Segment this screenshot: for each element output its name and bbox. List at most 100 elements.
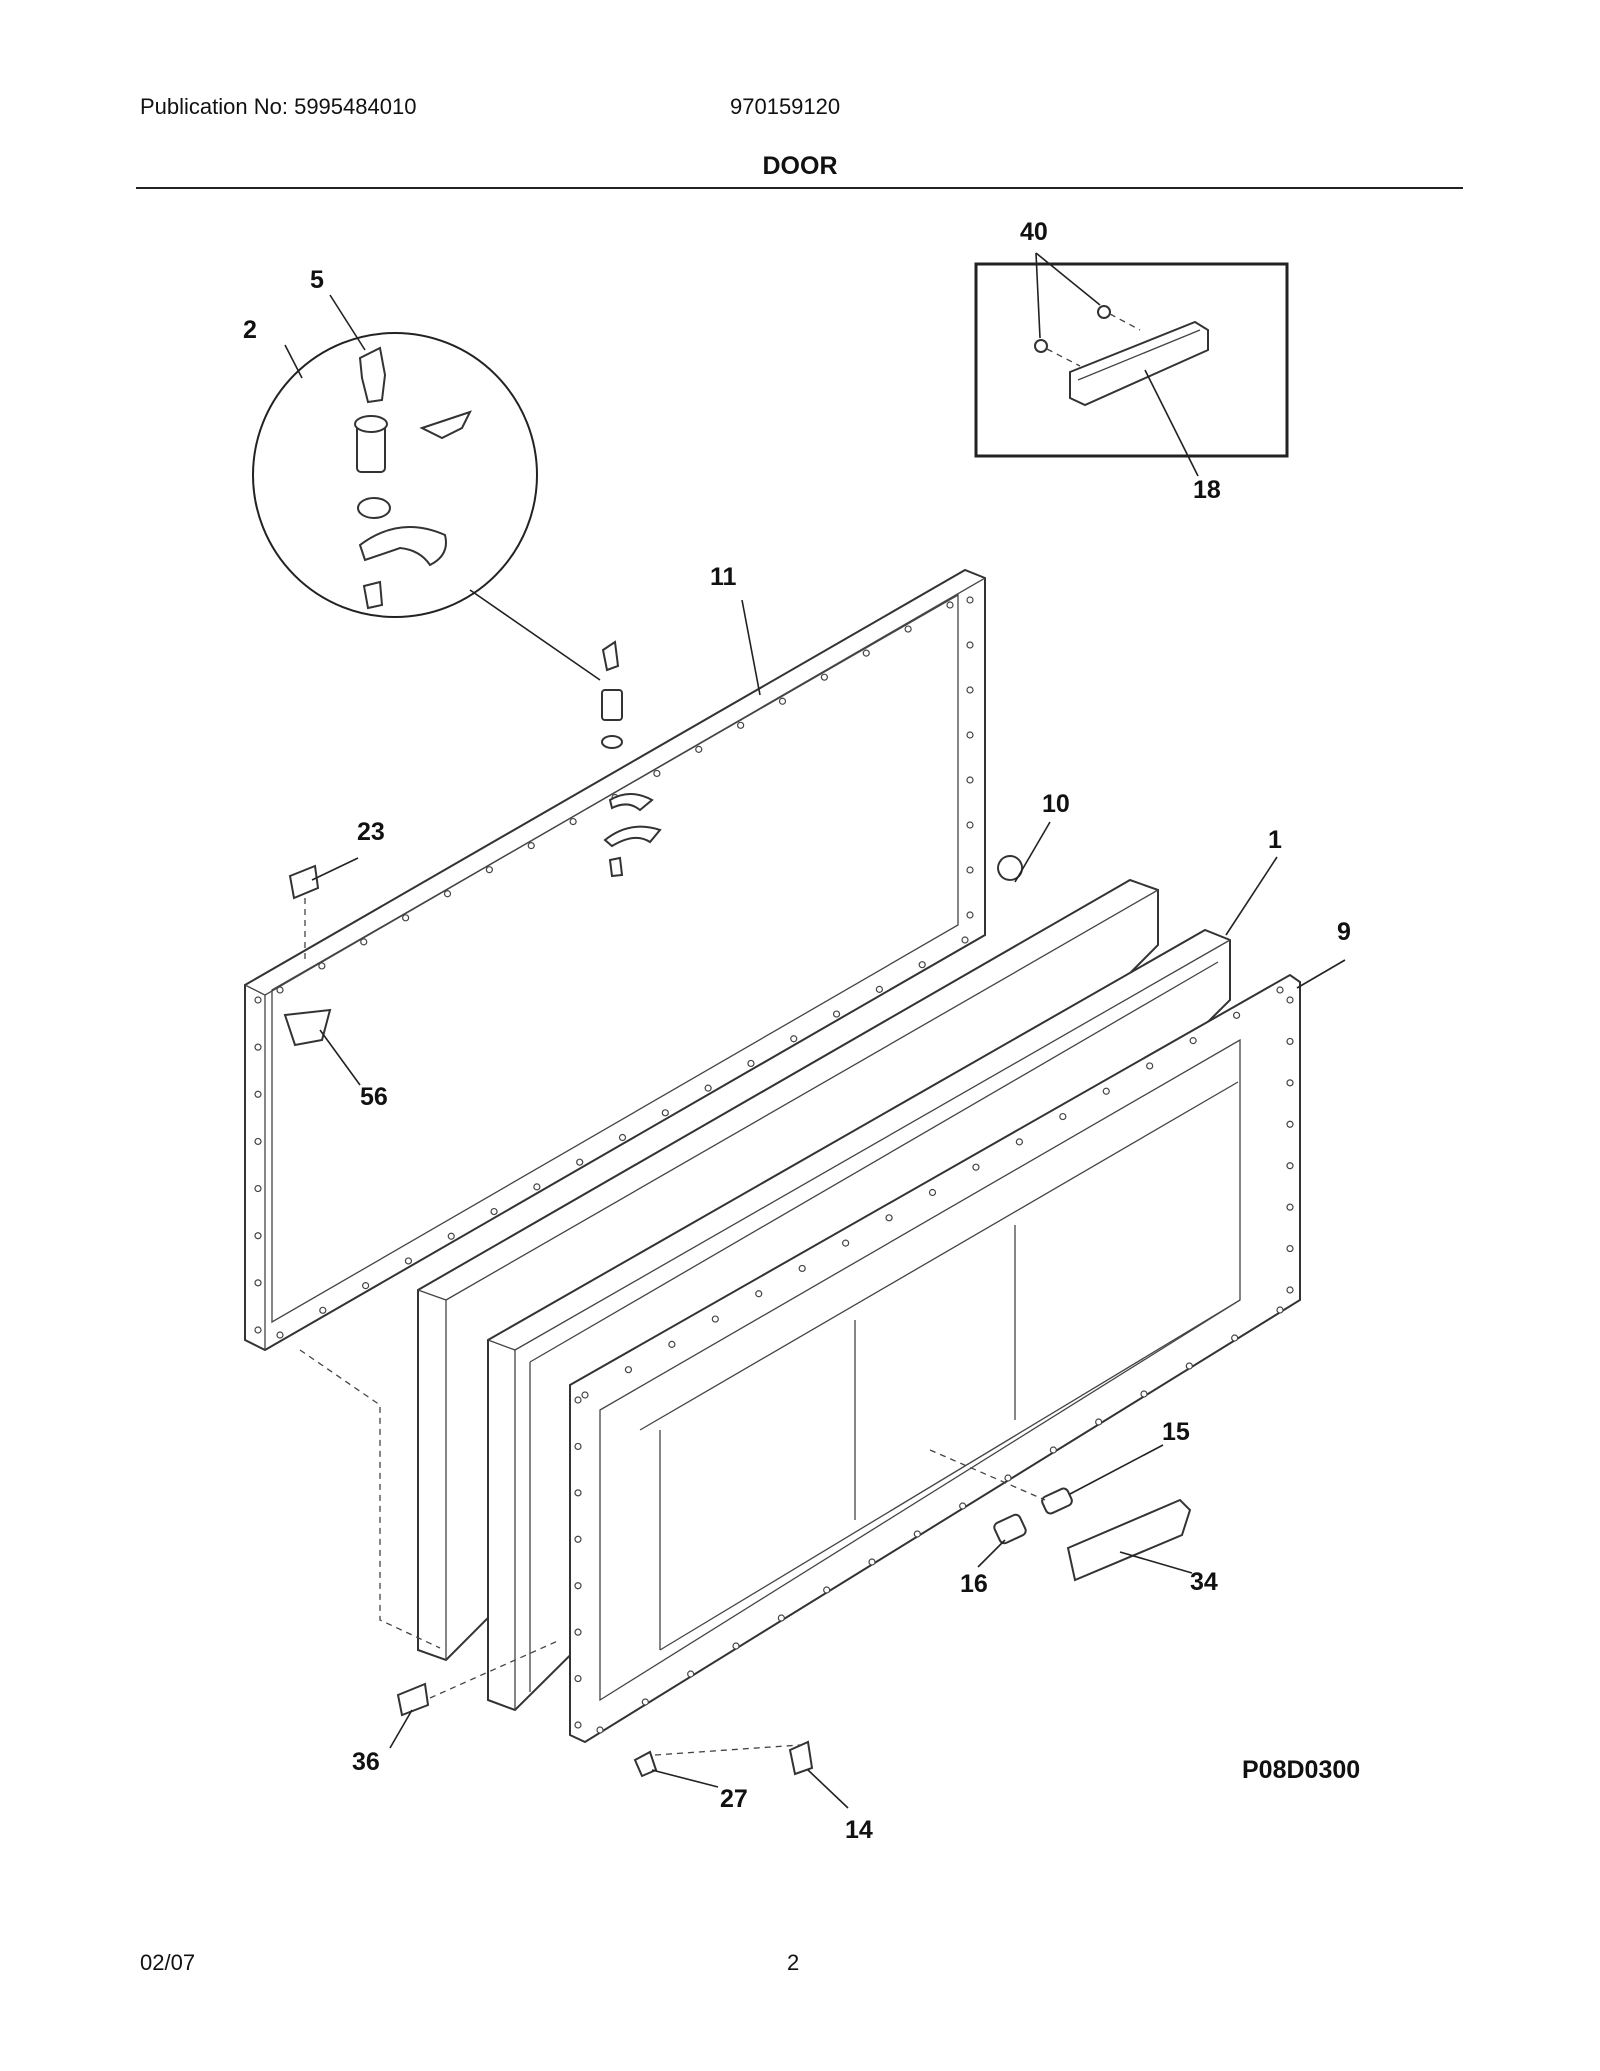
footer-date: 02/07 (140, 1950, 196, 1975)
screw-hole (661, 1109, 669, 1117)
screw-hole (732, 1642, 740, 1650)
screw-hole (574, 1489, 582, 1497)
screw-hole (574, 1535, 582, 1543)
screw-hole (1286, 1244, 1294, 1253)
callout-9: 9 (1337, 918, 1351, 946)
screw-hole (574, 1721, 582, 1729)
handle-trim-part (1069, 320, 1209, 407)
screw-hole (574, 1674, 582, 1683)
screw-hole (319, 1306, 327, 1314)
screw-hole (276, 1331, 284, 1339)
screw-hole (747, 1059, 755, 1068)
screw-hole (695, 745, 703, 753)
bottom-fasteners (299, 1349, 814, 1778)
callout-11: 11 (710, 563, 737, 591)
screw-hole (842, 1239, 850, 1247)
screw-hole (618, 1133, 627, 1142)
screw-hole (711, 1315, 719, 1323)
screw-hole (254, 1326, 262, 1334)
screw-hole (832, 1010, 841, 1018)
screw-hole (254, 996, 262, 1004)
screw-hole (1231, 1334, 1239, 1342)
callout-16: 16 (960, 1570, 988, 1598)
screw-hole (318, 962, 326, 970)
screw-hole (966, 641, 974, 649)
small-parts (283, 855, 1024, 1047)
screw-hole (1276, 986, 1284, 994)
screw-hole (254, 1043, 262, 1051)
screw-hole (1049, 1446, 1057, 1454)
screw-hole (1286, 996, 1294, 1004)
screw-hole (966, 596, 974, 604)
screw-hole (443, 890, 452, 898)
screw-hole (641, 1698, 649, 1706)
handle-parts (929, 1449, 1192, 1582)
screw-hole (1140, 1390, 1148, 1398)
screw-hole (687, 1670, 695, 1678)
screw-hole (972, 1163, 980, 1171)
screw-hole (1015, 1138, 1023, 1146)
callout-2: 2 (243, 316, 257, 344)
screw-hole (1276, 1306, 1284, 1314)
inset-box (974, 252, 1289, 477)
footer-page-number: 2 (787, 1950, 800, 1975)
screw-hole (624, 1366, 633, 1374)
screw-hole (737, 721, 745, 729)
screw-hole (868, 1558, 876, 1566)
screw-hole (581, 1391, 589, 1399)
leader-lines (311, 599, 1346, 1809)
screw-hole (490, 1207, 498, 1216)
callout-5: 5 (310, 266, 324, 294)
screw-hole (276, 986, 284, 994)
screw-hole (596, 1726, 604, 1734)
screw-hole (1102, 1087, 1110, 1095)
diagram-code: P08D0300 (1242, 1756, 1360, 1784)
screw-hole (574, 1582, 582, 1590)
screw-hole (569, 817, 577, 826)
screw-hole (966, 911, 974, 919)
screw-hole (1286, 1286, 1294, 1294)
header-rule (136, 187, 1463, 189)
screw-hole (576, 1158, 584, 1166)
screw-hole (668, 1340, 676, 1348)
screw-hole (918, 961, 926, 969)
screw-hole (574, 1628, 582, 1636)
screw-hole (946, 601, 954, 609)
screw-hole (798, 1264, 806, 1273)
screw-hole (790, 1035, 798, 1043)
screw-hole (1059, 1112, 1067, 1121)
door-inner-liner (569, 973, 1301, 1744)
screw-hole (961, 936, 969, 944)
screw-hole (404, 1257, 413, 1265)
screw-hole (777, 1614, 785, 1622)
screw-hole (1232, 1011, 1241, 1019)
screw-hole (527, 842, 535, 850)
screw-hole (820, 673, 828, 681)
screw-hole (1286, 1203, 1294, 1211)
screw-hole (485, 866, 493, 874)
screw-hole (574, 1442, 582, 1451)
screw-hole (928, 1188, 937, 1197)
screw-hole (778, 697, 787, 705)
screw-hole (1189, 1037, 1197, 1045)
gasket-frame (244, 568, 986, 1352)
screw-hole (755, 1290, 763, 1298)
screw-hole (966, 686, 974, 694)
screw-hole (653, 769, 661, 778)
screw-hole (254, 1137, 262, 1146)
screw-hole (966, 776, 974, 784)
screw-hole (1146, 1062, 1154, 1070)
callout-10: 10 (1042, 790, 1070, 818)
screw-hole (1095, 1418, 1103, 1426)
callout-1: 1 (1268, 826, 1282, 854)
nut-part (1097, 305, 1111, 319)
screw-hole (533, 1183, 541, 1191)
screw-hole (1004, 1474, 1012, 1482)
screw-hole (1185, 1362, 1193, 1370)
screw-hole (254, 1232, 262, 1240)
screw-hole (966, 866, 974, 874)
screw-hole (1286, 1120, 1294, 1128)
screw-hole (254, 1090, 262, 1098)
screw-hole (885, 1214, 893, 1222)
